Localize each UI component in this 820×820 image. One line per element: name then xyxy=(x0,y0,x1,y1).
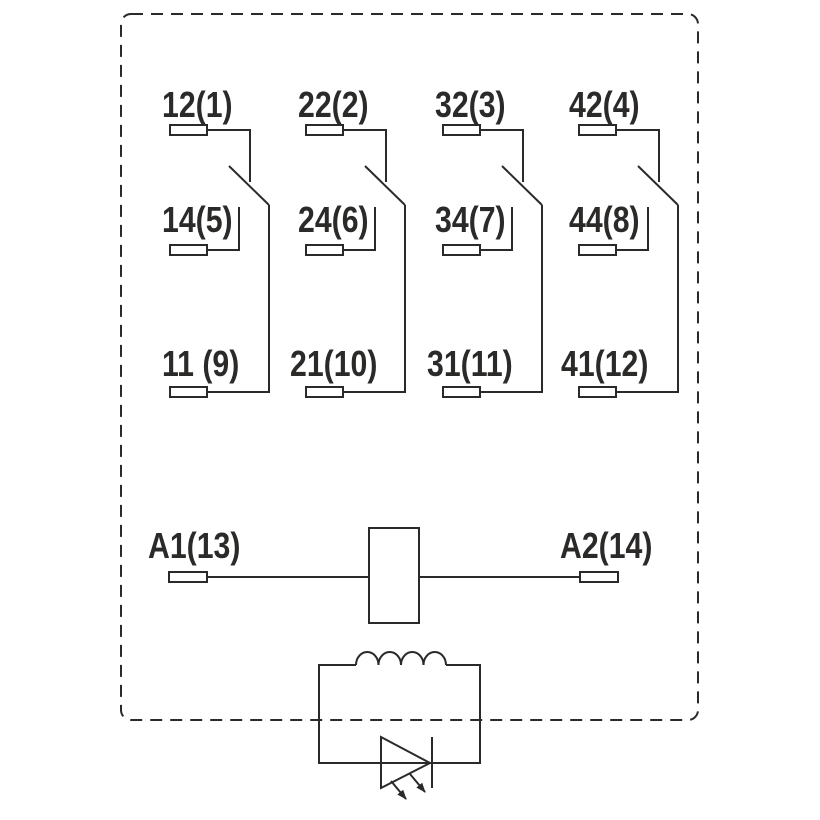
no-wire xyxy=(343,207,376,251)
led-circuit xyxy=(318,651,481,800)
contact-column-3: 32(3) 34(7) 31(11) xyxy=(427,86,543,398)
coil-section: A1(13) A2(14) xyxy=(148,527,652,624)
common-wire xyxy=(207,205,270,393)
switch-blade xyxy=(637,165,679,206)
no-terminal-pin xyxy=(305,244,344,256)
coil-symbol xyxy=(368,527,420,624)
no-wire xyxy=(480,207,513,251)
nc-terminal-pin xyxy=(169,124,208,136)
com-terminal-label: 21(10) xyxy=(290,345,377,385)
nc-wire xyxy=(616,129,660,182)
com-terminal-label: 11 (9) xyxy=(162,345,239,385)
switch-blade xyxy=(501,165,543,206)
coil-a1-label: A1(13) xyxy=(148,527,240,567)
no-terminal-label: 34(7) xyxy=(435,201,506,241)
com-terminal-label: 41(12) xyxy=(561,345,648,385)
nc-wire xyxy=(207,129,251,182)
com-terminal-pin xyxy=(169,386,208,398)
no-terminal-pin xyxy=(169,244,208,256)
coil-a1-terminal-pin xyxy=(168,571,208,583)
no-terminal-pin xyxy=(578,244,617,256)
common-wire xyxy=(480,205,543,393)
switch-blade xyxy=(364,165,406,206)
contact-column-2: 22(2) 24(6) 21(10) xyxy=(290,86,406,398)
led-emission-arrow-icon xyxy=(409,773,426,793)
led-emission-arrow-icon xyxy=(390,780,407,800)
contact-column-4: 42(4) 44(8) 41(12) xyxy=(561,86,679,398)
no-wire xyxy=(207,207,240,251)
nc-terminal-pin xyxy=(442,124,481,136)
contact-column-1: 12(1) 14(5) 11 (9) xyxy=(162,86,270,398)
nc-terminal-pin xyxy=(578,124,617,136)
no-terminal-label: 44(8) xyxy=(569,201,640,241)
com-terminal-pin xyxy=(578,386,617,398)
no-terminal-pin xyxy=(442,244,481,256)
nc-terminal-label: 22(2) xyxy=(298,86,369,126)
coil-a2-terminal-pin xyxy=(579,571,619,583)
coil-a2-label: A2(14) xyxy=(560,527,652,567)
no-wire xyxy=(616,207,649,251)
nc-terminal-label: 12(1) xyxy=(162,86,233,126)
common-wire xyxy=(343,205,406,393)
nc-terminal-pin xyxy=(305,124,344,136)
no-terminal-label: 14(5) xyxy=(162,201,233,241)
inductor-loop-wire xyxy=(318,651,481,764)
com-terminal-pin xyxy=(442,386,481,398)
nc-terminal-label: 32(3) xyxy=(435,86,506,126)
nc-wire xyxy=(480,129,524,182)
switch-blade xyxy=(228,165,270,206)
common-wire xyxy=(616,205,679,393)
no-terminal-label: 24(6) xyxy=(298,201,369,241)
com-terminal-label: 31(11) xyxy=(427,345,513,385)
nc-terminal-label: 42(4) xyxy=(569,86,640,126)
com-terminal-pin xyxy=(305,386,344,398)
led-diode-triangle xyxy=(380,735,433,790)
nc-wire xyxy=(343,129,387,182)
relay-body-dashed-outline xyxy=(120,13,699,721)
